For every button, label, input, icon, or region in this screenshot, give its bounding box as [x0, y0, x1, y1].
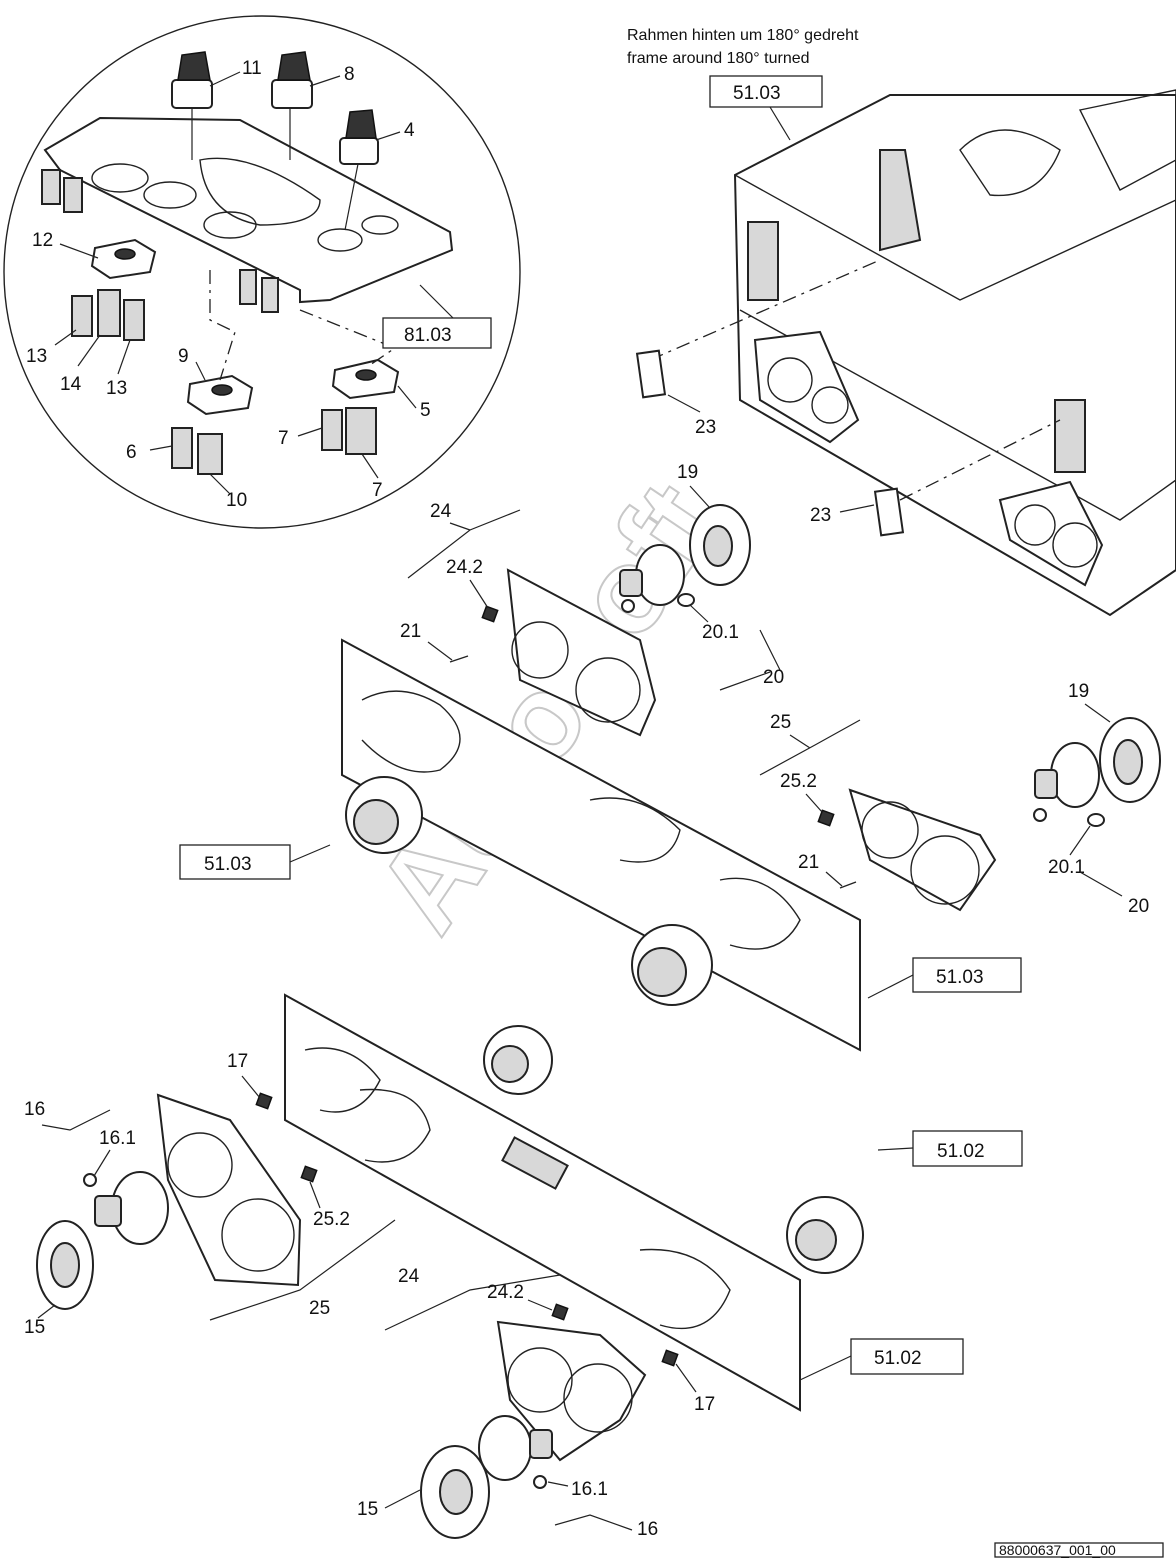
callout-6: 6: [126, 442, 137, 463]
bezel-24: [506, 568, 657, 737]
callout-19a: 19: [677, 462, 698, 483]
bezel-24b: [496, 1320, 647, 1462]
callout-24-2b: 24.2: [487, 1282, 524, 1303]
label-plate-23b: [873, 487, 905, 537]
gauge-lower-center: [483, 1025, 553, 1095]
ref-box-lower-frame-upper[interactable]: [912, 1130, 1023, 1167]
callout-17a: 17: [227, 1051, 248, 1072]
callout-15b: 15: [357, 1499, 378, 1520]
ring-19a: [689, 504, 751, 586]
callout-16a: 16: [24, 1099, 45, 1120]
callout-11: 11: [242, 58, 262, 79]
callout-20b: 20: [1128, 896, 1149, 917]
callout-5: 5: [420, 400, 431, 421]
ref-box-frame-top[interactable]: [709, 75, 823, 108]
callout-24a: 24: [430, 501, 452, 522]
callout-20-1b: 20.1: [1048, 857, 1085, 878]
lower-instrument-assembly: 17 16 16.1 25.2 15 25 24 24.2: [24, 993, 1023, 1540]
callout-20-1a: 20.1: [702, 622, 739, 643]
callout-23b: 23: [810, 505, 831, 526]
bezel-25: [848, 788, 997, 912]
ring-15b: [420, 1445, 490, 1539]
callout-12: 12: [32, 230, 53, 251]
lamp-holder-16: [83, 1171, 169, 1245]
mounting-adapter-5: [331, 358, 400, 400]
callout-24-2a: 24.2: [446, 557, 483, 578]
cab-frame: 51.03 23 23: [635, 75, 1176, 617]
ref-box-panel-right[interactable]: [912, 957, 1022, 993]
callout-7b: 7: [372, 480, 383, 501]
callout-16b: 16: [637, 1519, 658, 1540]
callout-16-1b: 16.1: [571, 1479, 608, 1500]
drawing-number: 88000637_001_00: [999, 1542, 1116, 1558]
callout-25-2a: 25.2: [780, 771, 817, 792]
lamp-holder-20: [619, 544, 685, 613]
lamp-holder-20b: [1033, 742, 1100, 822]
note-english: frame around 180° turned: [627, 50, 810, 67]
callout-8: 8: [344, 64, 355, 85]
callout-24b: 24: [398, 1266, 420, 1287]
callout-20a: 20: [763, 667, 784, 688]
callout-25a: 25: [770, 712, 791, 733]
ref-box-lower-frame-upper-label: 51.02: [937, 1141, 985, 1162]
rotary-switch-11: [171, 51, 213, 160]
note-german: Rahmen hinten um 180° gedreht: [627, 27, 859, 44]
gauge-upper-left: [345, 776, 423, 854]
upper-instrument-assembly: 19 24 24.2 21 20.1 20 25: [179, 462, 1161, 1052]
ring-19b: [1099, 717, 1161, 803]
callout-16-1a: 16.1: [99, 1128, 136, 1149]
callout-4: 4: [404, 120, 415, 141]
contact-block-6-10: [171, 427, 223, 475]
callout-15a: 15: [24, 1317, 45, 1338]
ref-box-panel-left[interactable]: [179, 844, 291, 880]
bezel-25b: [156, 1093, 302, 1287]
drawing-number-box: [994, 1542, 1164, 1558]
ring-15a: [36, 1220, 94, 1310]
callout-17b: 17: [694, 1394, 715, 1415]
callout-21a: 21: [400, 621, 421, 642]
lamp-holder-16b: [478, 1415, 553, 1489]
callout-25-2b: 25.2: [313, 1209, 350, 1230]
ref-box-lower-frame-lower-label: 51.02: [874, 1348, 922, 1369]
ref-box-81-03[interactable]: [382, 317, 492, 349]
contact-block-7: [321, 407, 377, 455]
rotary-switch-8: [271, 51, 313, 160]
ref-box-frame-top-label: 51.03: [733, 83, 781, 104]
callout-13b: 13: [106, 378, 127, 399]
callout-23a: 23: [695, 417, 716, 438]
callout-9: 9: [178, 346, 189, 367]
callout-19b: 19: [1068, 681, 1089, 702]
gauge-upper-right: [631, 924, 713, 1006]
gauge-lower-right: [786, 1196, 864, 1274]
ref-box-81-03-label: 81.03: [404, 325, 452, 346]
callout-14: 14: [60, 374, 82, 395]
label-plate-23a: [635, 349, 667, 399]
callout-7a: 7: [278, 428, 289, 449]
mounting-adapter-12: [90, 238, 157, 280]
ref-box-panel-right-label: 51.03: [936, 967, 984, 988]
mounting-adapter-9: [186, 374, 254, 416]
ref-box-panel-left-label: 51.03: [204, 854, 252, 875]
callout-10: 10: [226, 490, 247, 511]
rotary-switch-4: [339, 109, 379, 231]
contact-block-13-14: [71, 289, 145, 341]
detail-view-81-03: 11 8 4 12 13 14 13 9 5 7 7 6 10 81.03: [3, 15, 521, 529]
callout-21b: 21: [798, 852, 819, 873]
callout-25b: 25: [309, 1298, 330, 1319]
callout-13a: 13: [26, 346, 47, 367]
